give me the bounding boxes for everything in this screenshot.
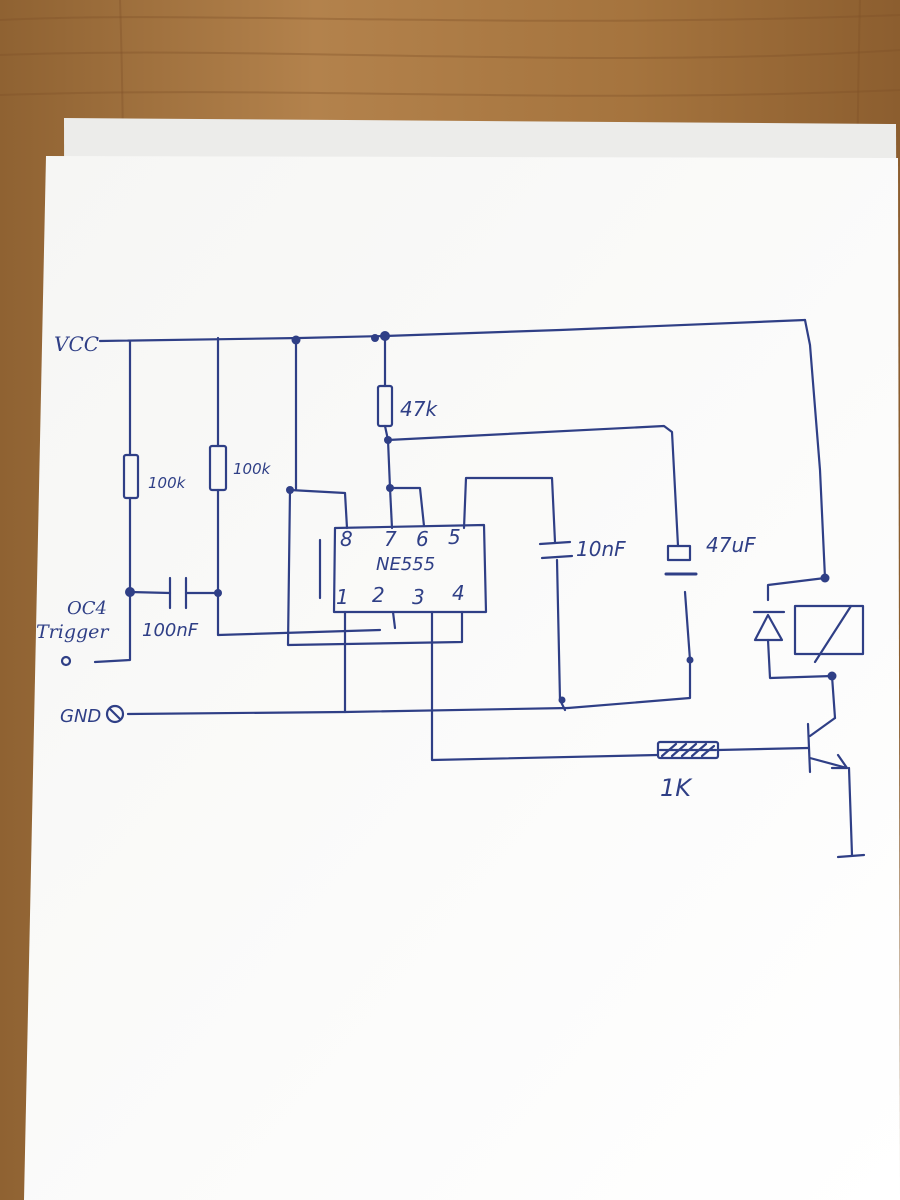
junction-dots	[125, 331, 837, 704]
trigger-terminal	[60, 655, 72, 667]
vcc-label: VCC	[54, 332, 99, 356]
ic-pin-4-label: 4	[452, 581, 465, 605]
capacitor-47uf-label: 47uF	[706, 533, 756, 557]
resistor-100k-left-body	[122, 453, 140, 500]
flyback-diode	[752, 610, 786, 642]
paper-sheet	[24, 156, 900, 1200]
resistor-47k-label: 47k	[400, 397, 438, 421]
resistor-1k-label: 1K	[660, 774, 693, 802]
ic-pin-3-label: 3	[412, 585, 425, 609]
relay-symbol	[793, 604, 865, 664]
ic-pin-2-label: 2	[372, 583, 385, 607]
ic-pin-8-label: 8	[340, 527, 353, 551]
transistor-npn	[806, 716, 849, 774]
ic-pin-5-label: 5	[448, 525, 461, 549]
trigger-label-line2: Trigger	[36, 621, 110, 643]
ground-terminal-symbol	[105, 704, 125, 724]
resistor-47k-body	[376, 384, 394, 428]
capacitor-10nf-symbol	[538, 540, 574, 560]
capacitor-100nf-label: 100nF	[142, 620, 199, 641]
resistor-100k-left-label: 100k	[148, 474, 187, 492]
gnd-label: GND	[60, 706, 101, 727]
ic-pin-6-label: 6	[416, 527, 429, 551]
ic-name-label: NE555	[376, 554, 435, 575]
ne555-chip	[318, 523, 488, 614]
ic-pin-7-label: 7	[384, 527, 397, 551]
resistor-1k-body	[656, 740, 720, 760]
capacitor-100nf-symbol	[168, 576, 188, 610]
resistor-100k-right-label: 100k	[233, 460, 272, 478]
ic-top-pin-labels: 8 7 6 5	[340, 525, 461, 551]
capacitor-10nf-label: 10nF	[576, 537, 626, 561]
resistor-100k-right-body	[208, 444, 228, 492]
trigger-label-line1: OC4	[67, 598, 107, 619]
capacitor-47uf-symbol	[664, 544, 698, 576]
ic-bottom-pin-labels: 1 2 3 4	[336, 581, 465, 609]
ic-pin-1-label: 1	[336, 585, 349, 609]
